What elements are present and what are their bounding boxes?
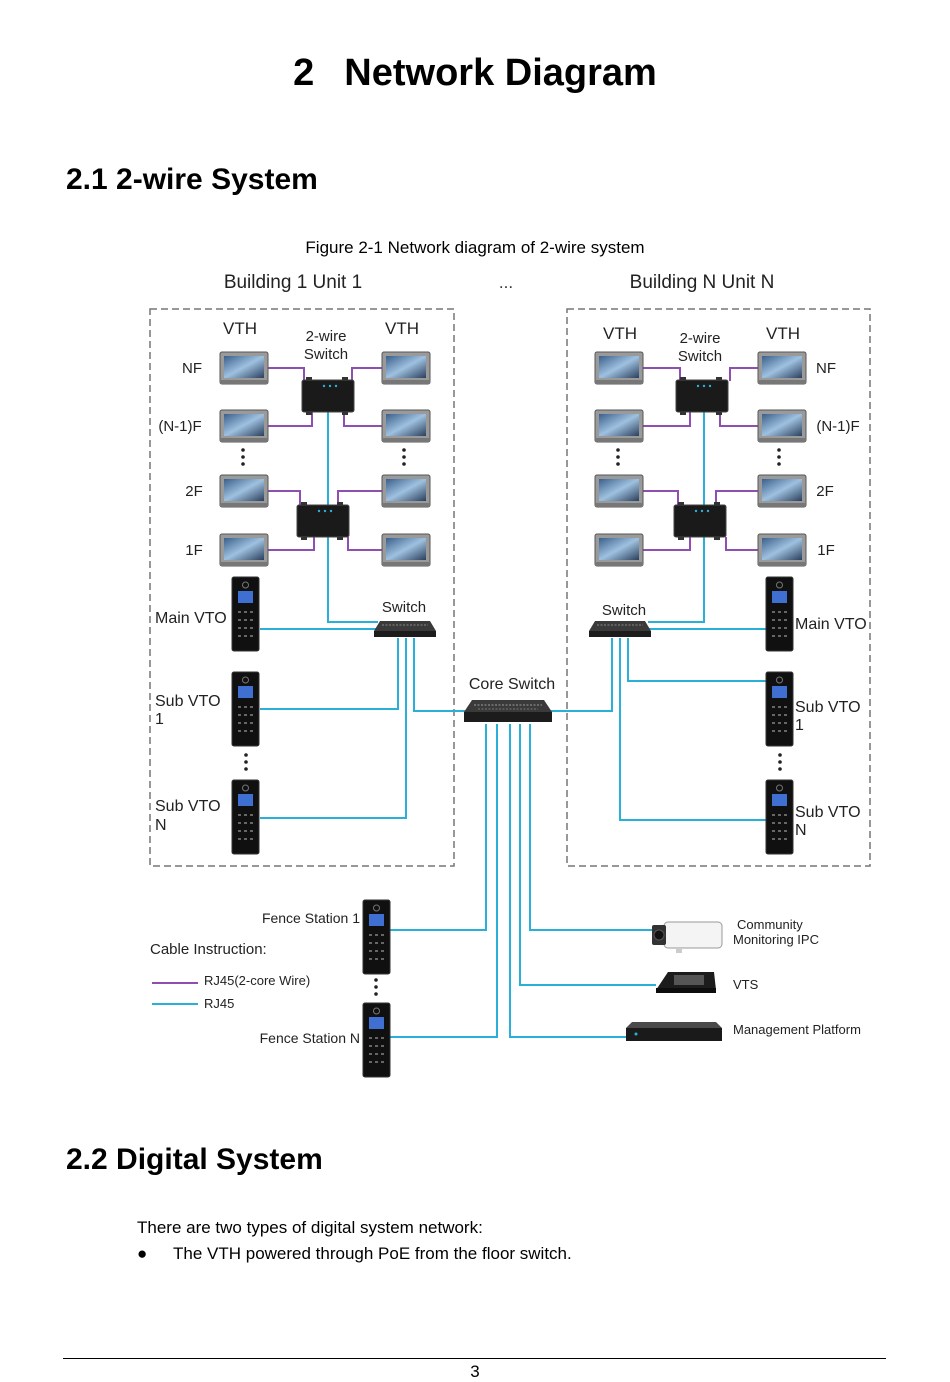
section-title-2-wire: 2.1 2-wire System — [66, 163, 318, 196]
two-wire-switch-device — [296, 501, 350, 541]
two-wire-switch-label-left-2: Switch — [304, 346, 348, 363]
fence-station-1-label: Fence Station 1 — [262, 910, 360, 926]
floor-label-n1f-left: (N-1)F — [158, 418, 201, 435]
two-wire-switch-device — [675, 376, 729, 416]
legend-rj45-label: RJ45 — [204, 996, 234, 1011]
floor-label-1f-right: 1F — [817, 542, 835, 559]
management-platform-label: Management Platform — [733, 1022, 861, 1037]
vto-device — [765, 671, 794, 747]
vth-device — [757, 533, 807, 567]
footer-divider — [63, 1358, 886, 1359]
sub-vto-1-index-left: 1 — [155, 711, 164, 728]
vth-device — [219, 409, 269, 443]
vth-device — [594, 409, 644, 443]
core-switch-label: Core Switch — [469, 676, 555, 693]
fence-station-device — [362, 1002, 391, 1078]
building-right-label: Building N Unit N — [630, 272, 775, 293]
cable-instruction-label: Cable Instruction: — [150, 941, 267, 958]
floor-label-2f-right: 2F — [816, 483, 834, 500]
ipc-camera-icon — [652, 921, 723, 953]
two-wire-switch-device — [301, 376, 355, 416]
two-wire-switch-device — [673, 501, 727, 541]
sub-vto-1-label-right: Sub VTO — [795, 699, 861, 716]
digital-intro-text: There are two types of digital system ne… — [137, 1218, 483, 1237]
vts-label: VTS — [733, 977, 759, 992]
main-vto-label-right: Main VTO — [795, 616, 867, 633]
two-core-wires — [268, 367, 760, 551]
vth-device — [381, 474, 431, 508]
switch-device — [373, 620, 437, 638]
vto-device — [765, 779, 794, 855]
legend-two-core-label: RJ45(2-core Wire) — [204, 973, 310, 988]
two-wire-switch-label-right-2: Switch — [678, 348, 722, 365]
sub-vto-1-label-left: Sub VTO — [155, 693, 221, 710]
vth-label-left-2: VTH — [385, 319, 419, 338]
building-left-boundary — [149, 308, 455, 867]
building-ellipsis: ... — [499, 273, 513, 292]
vth-device — [381, 533, 431, 567]
section-title-digital: 2.2 Digital System — [66, 1143, 323, 1176]
page-number: 3 — [470, 1362, 480, 1381]
vth-device — [219, 474, 269, 508]
vto-device — [231, 576, 260, 652]
building-right-boundary — [566, 308, 871, 867]
fence-station-device — [362, 899, 391, 975]
floor-label-nf-right: NF — [816, 360, 836, 377]
switch-device — [588, 620, 652, 638]
main-vto-label-left: Main VTO — [155, 610, 227, 627]
two-wire-switch-label-right-1: 2-wire — [680, 330, 721, 347]
figure-caption: Figure 2-1 Network diagram of 2-wire sys… — [305, 238, 645, 257]
vertical-ellipsis-icon — [241, 448, 406, 771]
vto-device — [765, 576, 794, 652]
vth-device — [219, 351, 269, 385]
vth-device — [381, 351, 431, 385]
switch-label-right: Switch — [602, 602, 646, 619]
chapter-number: 2 — [293, 52, 315, 94]
vto-device — [231, 779, 260, 855]
vertical-ellipsis-icon — [616, 448, 782, 771]
vth-device — [594, 533, 644, 567]
bullet-dot: ● — [137, 1244, 148, 1263]
sub-vto-1-index-right: 1 — [795, 717, 804, 734]
two-wire-switch-label-left-1: 2-wire — [306, 328, 347, 345]
management-platform-server-icon — [626, 1022, 722, 1041]
floor-label-2f-left: 2F — [185, 483, 203, 500]
vth-device — [757, 474, 807, 508]
vth-device — [757, 409, 807, 443]
vth-label-right-1: VTH — [603, 324, 637, 343]
fence-station-n-label: Fence Station N — [260, 1030, 360, 1046]
floor-label-n1f-right: (N-1)F — [816, 418, 859, 435]
vth-label-left-1: VTH — [223, 319, 257, 338]
vth-device — [594, 474, 644, 508]
sub-vto-n-index-right: N — [795, 822, 807, 839]
bullet-item: ● The VTH powered through PoE from the fl… — [137, 1244, 572, 1264]
switch-label-left: Switch — [382, 599, 426, 616]
community-ipc-label-2: Monitoring IPC — [733, 932, 819, 947]
community-ipc-label-1: Community — [737, 917, 803, 932]
floor-label-1f-left: 1F — [185, 542, 203, 559]
sub-vto-n-label-right: Sub VTO — [795, 804, 861, 821]
core-switch-device — [463, 699, 553, 723]
building-left-label: Building 1 Unit 1 — [224, 272, 362, 293]
vth-device — [757, 351, 807, 385]
vto-device — [231, 671, 260, 747]
floor-label-nf-left: NF — [182, 360, 202, 377]
vth-device — [219, 533, 269, 567]
chapter-title: 2 Network Diagram — [0, 52, 950, 95]
chapter-heading: Network Diagram — [344, 52, 657, 94]
bullet-text: The VTH powered through PoE from the flo… — [173, 1244, 572, 1263]
vth-device — [381, 409, 431, 443]
vertical-ellipsis-icon — [374, 978, 378, 996]
sub-vto-n-index-left: N — [155, 817, 167, 834]
vth-device — [594, 351, 644, 385]
sub-vto-n-label-left: Sub VTO — [155, 798, 221, 815]
vth-label-right-2: VTH — [766, 324, 800, 343]
vts-console-icon — [656, 972, 716, 993]
rj45-wires — [260, 412, 766, 1038]
